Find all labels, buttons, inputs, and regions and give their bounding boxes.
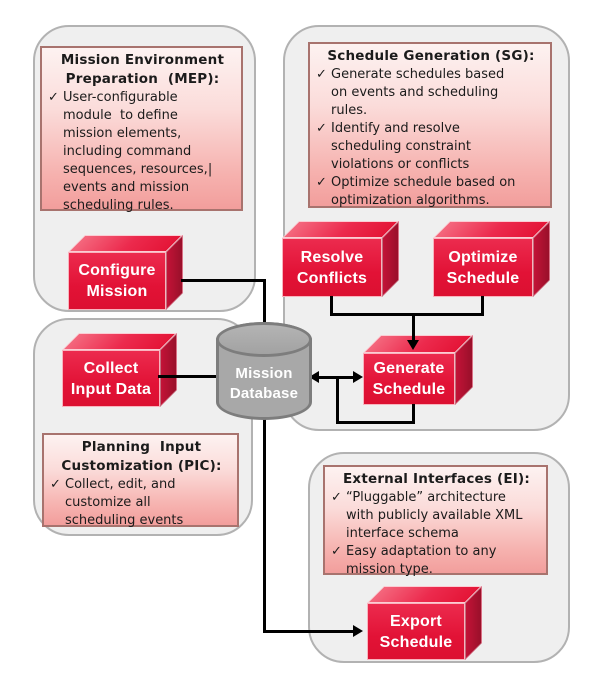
check-icon: ✓ <box>316 121 327 136</box>
arrowhead-db <box>309 371 319 383</box>
connector-resolve-down <box>330 296 333 316</box>
node-optimize-schedule-label: Optimize Schedule <box>433 238 533 297</box>
arrowhead-generate <box>353 371 363 383</box>
note-mep-bullet-text: User-configurable module to define missi… <box>63 90 213 213</box>
check-icon: ✓ <box>316 175 327 190</box>
note-ei-bullet: ✓ Easy adaptation to any mission type. <box>331 543 542 579</box>
node-export-schedule-label: Export Schedule <box>367 603 465 660</box>
note-sg-bullet-text: Generate schedules based on events and s… <box>331 67 505 118</box>
connector-generate-loop-left <box>336 379 339 424</box>
box-top-face <box>68 235 183 252</box>
box-top-face <box>433 221 550 238</box>
check-icon: ✓ <box>316 67 327 82</box>
node-generate-schedule-label: Generate Schedule <box>363 353 455 405</box>
connector-db-generate <box>319 376 354 379</box>
check-icon: ✓ <box>48 90 59 105</box>
note-mep-title: Mission Environment Preparation (MEP): <box>60 52 225 87</box>
check-icon: ✓ <box>331 490 342 505</box>
connector-db-to-export-h <box>263 630 354 633</box>
node-configure-mission-label: Configure Mission <box>68 252 166 310</box>
note-ei-bullet: ✓ “Pluggable” architecture with publicly… <box>331 489 542 543</box>
node-resolve-conflicts-label: Resolve Conflicts <box>282 238 382 297</box>
connector-optimize-down <box>481 296 484 316</box>
connector-generate-loop-right <box>412 404 415 424</box>
note-ei: External Interfaces (EI): ✓ “Pluggable” … <box>323 465 548 577</box>
arrowhead-generate-top <box>407 340 419 350</box>
box-top-face <box>62 333 177 350</box>
database-lid <box>216 322 312 357</box>
arrowhead-export <box>353 625 363 637</box>
note-sg-title: Schedule Generation (SG): <box>327 48 535 64</box>
box-top-face <box>282 221 399 238</box>
note-pic: Planning Input Customization (PIC): ✓ Co… <box>42 433 239 530</box>
note-pic-bullet-text: Collect, edit, and customize all schedul… <box>65 477 184 528</box>
note-ei-title: External Interfaces (EI): <box>342 471 530 487</box>
note-mep: Mission Environment Preparation (MEP): ✓… <box>40 46 243 213</box>
note-mep-bullet: ✓ User-configurable module to define mis… <box>48 89 237 215</box>
note-sg: Schedule Generation (SG): ✓ Generate sch… <box>308 42 552 208</box>
connector-collect-to-db <box>158 375 217 378</box>
note-ei-bullet-text: “Pluggable” architecture with publicly a… <box>346 490 523 541</box>
node-collect-input-data-label: Collect Input Data <box>62 350 160 407</box>
connector-generate-loop-bottom <box>336 421 415 424</box>
note-ei-bullet-text: Easy adaptation to any mission type. <box>346 544 497 577</box>
connector-merge-to-generate <box>412 313 415 341</box>
check-icon: ✓ <box>50 477 61 492</box>
note-sg-bullet-text: Identify and resolve scheduling constrai… <box>331 121 471 172</box>
note-sg-bullet: ✓ Generate schedules based on events and… <box>316 66 546 120</box>
note-sg-bullet: ✓ Identify and resolve scheduling constr… <box>316 120 546 174</box>
box-top-face <box>367 586 482 603</box>
check-icon: ✓ <box>331 544 342 559</box>
connector-merge-h <box>330 313 484 316</box>
mission-database: Mission Database <box>216 322 312 420</box>
connector-db-to-export-v <box>263 279 266 632</box>
note-pic-bullet: ✓ Collect, edit, and customize all sched… <box>50 476 233 530</box>
note-sg-bullet-text: Optimize schedule based on optimization … <box>331 175 516 208</box>
note-pic-title: Planning Input Customization (PIC): <box>61 439 222 474</box>
note-sg-bullet: ✓ Optimize schedule based on optimizatio… <box>316 174 546 210</box>
mission-database-label: Mission Database <box>229 365 299 402</box>
connector-configure-to-db-h <box>181 279 266 282</box>
